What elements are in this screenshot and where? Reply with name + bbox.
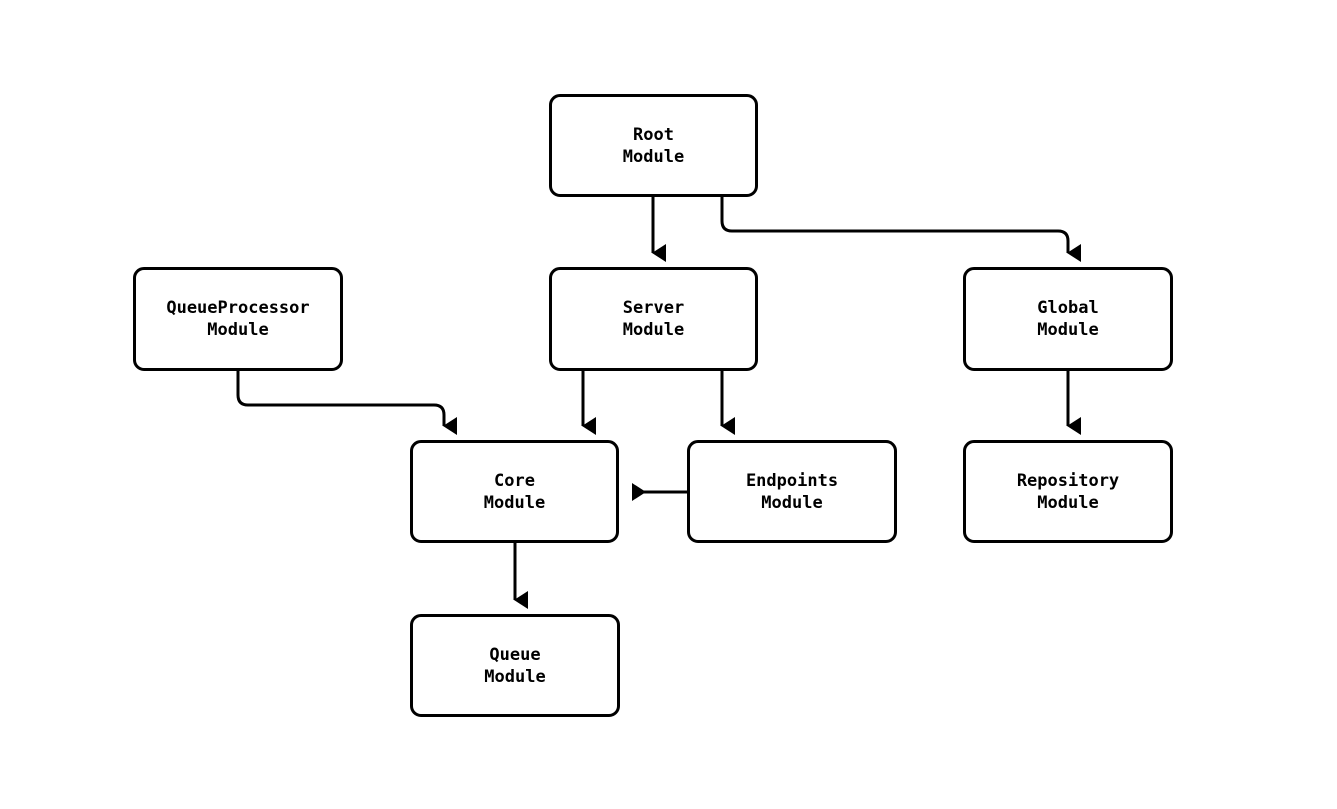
node-endpoints-label: Endpoints Module xyxy=(745,470,839,513)
node-core[interactable]: Core Module xyxy=(410,440,619,543)
node-root-label: Root Module xyxy=(622,124,685,167)
node-endpoints[interactable]: Endpoints Module xyxy=(687,440,897,543)
node-global[interactable]: Global Module xyxy=(963,267,1173,371)
edge-root-to-global xyxy=(720,197,1081,262)
node-core-label: Core Module xyxy=(483,470,546,513)
node-queue[interactable]: Queue Module xyxy=(410,614,620,717)
node-server[interactable]: Server Module xyxy=(549,267,758,371)
node-repository-label: Repository Module xyxy=(1016,470,1120,513)
node-queue-label: Queue Module xyxy=(484,644,546,687)
node-root[interactable]: Root Module xyxy=(549,94,758,197)
edge-queueprocessor-to-core xyxy=(236,371,457,435)
node-queueprocessor[interactable]: QueueProcessor Module xyxy=(133,267,343,371)
node-global-label: Global Module xyxy=(1037,298,1099,340)
node-queueprocessor-label: QueueProcessor Module xyxy=(166,298,310,340)
node-server-label: Server Module xyxy=(622,298,685,340)
node-repository[interactable]: Repository Module xyxy=(963,440,1173,543)
